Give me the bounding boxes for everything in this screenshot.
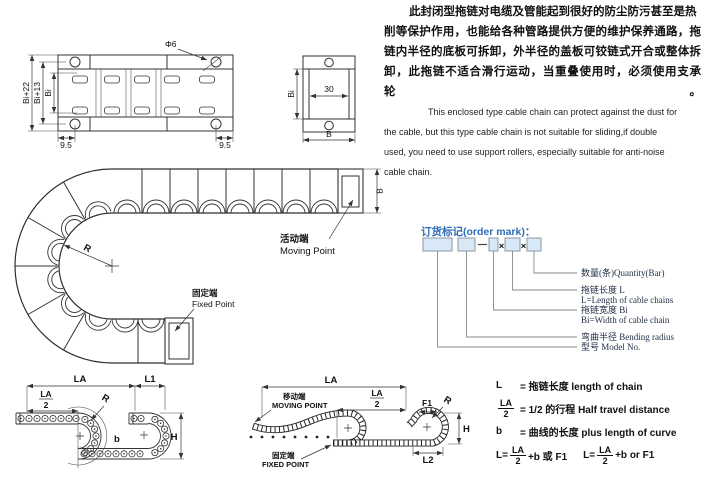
- order-box-quantity: [526, 237, 542, 252]
- dim-b-chain-label: B: [375, 188, 385, 194]
- formula-4b-post: +b or F1: [615, 450, 655, 461]
- dim-bi-label: Bi: [43, 89, 53, 97]
- fixed-point-mid-zh: 固定端: [272, 450, 295, 460]
- dim-h-mid-label: H: [463, 424, 470, 435]
- order-label-length-en: L=Length of cable chains: [581, 295, 674, 305]
- fixed-point-en: Fixed Point: [192, 299, 235, 309]
- dim-f1-label: F1: [422, 398, 432, 408]
- times-icon: ×: [521, 241, 527, 252]
- order-mark-title: 订货标记(order mark)：: [421, 226, 536, 238]
- fraction-den: 2: [602, 456, 608, 466]
- formula-row-3: b = 曲线的长度 plus length of curve: [496, 424, 701, 439]
- formula-4b: L= LA 2 +b or F1: [583, 445, 654, 466]
- frac-la-num: LA: [40, 389, 51, 399]
- fraction-4a: LA 2: [509, 445, 526, 466]
- order-box-radius: [457, 237, 476, 252]
- order-label-length: 拖链长度 L: [581, 284, 625, 295]
- fraction-num: LA: [498, 398, 514, 409]
- order-mark-diagram: × × 数量(条)Quantity(Bar) 拖链长度 L L=Length o…: [422, 237, 674, 352]
- fraction-4b: LA 2: [597, 445, 614, 466]
- fraction-la2: LA 2: [498, 398, 514, 419]
- moving-point-mid-zh: 移动端: [283, 391, 306, 401]
- fixed-point-mid-en: FIXED POINT: [262, 460, 310, 469]
- order-label-quantity: 数量(条)Quantity(Bar): [581, 267, 664, 278]
- order-label-radius: 弯曲半径 Bending radius: [581, 331, 674, 342]
- intro-zh-line: 削等保护作用，也能给各种管路提供方便的维护保养通路，拖: [384, 26, 701, 38]
- fraction-den: 2: [503, 409, 509, 419]
- formula-row-1: L = 拖链长度 length of chain: [496, 378, 701, 393]
- moving-point-zh: 活动端: [280, 233, 309, 245]
- fraction-num: LA: [597, 445, 614, 456]
- dim-b-curve-label: b: [114, 434, 120, 445]
- dim-bi22-label: Bi+22: [21, 82, 31, 104]
- order-box-length: [504, 237, 521, 252]
- moving-point-mid-en: MOVING POINT: [272, 401, 328, 410]
- frac-mid-den: 2: [375, 399, 380, 409]
- intro-en-line: the cable, but this type cable chain is …: [384, 127, 658, 137]
- dim-l2-label: L2: [422, 455, 433, 466]
- moving-point-en: Moving Point: [280, 246, 335, 257]
- intro-en-line: cable chain.: [384, 167, 433, 177]
- formula-sym-b: b: [496, 426, 503, 437]
- intro-text: 此封闭型拖链对电缆及管能起到很好的防尘防污甚至是热 削等保护作用，也能给各种管路…: [384, 2, 701, 182]
- order-label-width-en: Bi=Width of cable chain: [581, 315, 670, 325]
- dim-bi13-label: Bi+13: [32, 82, 42, 104]
- formula-sym-l: L: [496, 380, 503, 391]
- dim-h-label: H: [171, 432, 178, 443]
- dim-r-mid-label: R: [441, 394, 453, 407]
- order-box-model: [422, 237, 453, 252]
- dim-la-label: LA: [74, 374, 87, 385]
- formula-4a-pre: L=: [496, 450, 508, 461]
- section-view-drawing: 30 Bi B: [286, 55, 356, 143]
- dim-offset-right: 9.5: [219, 140, 231, 150]
- formula-4a-post: +b 或 F1: [527, 452, 568, 463]
- fraction-num: LA: [509, 445, 526, 456]
- dim-b-section-label: B: [326, 129, 332, 139]
- dim-l1-label: L1: [144, 374, 156, 385]
- times-icon: ×: [499, 241, 505, 252]
- formula-block: L = 拖链长度 length of chain LA 2 = 1/2 的行程 …: [496, 378, 701, 469]
- order-box-width: [488, 237, 499, 252]
- intro-en-line: This enclosed type cable chain can prote…: [428, 107, 678, 117]
- travel-diagram: LA L1 LA 2 R b H: [15, 374, 184, 468]
- order-label-model: 型号 Model No.: [581, 342, 640, 352]
- fraction-den: 2: [515, 456, 521, 466]
- intro-zh-line: 卸，此拖链不适合滑行运动，当重叠使用时，必须使用支承轮。: [384, 66, 701, 98]
- dim-r-label: R: [99, 392, 111, 405]
- formula-row-4: L= LA 2 +b 或 F1 L= LA 2 +b or F1: [496, 445, 701, 466]
- dim-bi-section-label: Bi: [286, 90, 296, 98]
- formula-4a: L= LA 2 +b 或 F1: [496, 445, 567, 466]
- dim-30-label: 30: [324, 84, 334, 94]
- formula-text-2: = 1/2 的行程 Half travel distance: [520, 405, 670, 416]
- cable-chain-illustration: B R 活动端 Moving Point 固定端 Fixed Point: [14, 168, 385, 365]
- intro-zh-line: 此封闭型拖链对电缆及管能起到很好的防尘防污甚至是热: [409, 6, 697, 18]
- formula-text-1: = 拖链长度 length of chain: [520, 382, 643, 393]
- dim-phi6-label: Φ6: [165, 39, 177, 49]
- support-dots: [249, 435, 330, 439]
- chain-beads: [17, 414, 170, 458]
- sag-diagram: LA LA 2 F1 R H L2 移动端 MOVING POINT 固定端 F…: [250, 375, 470, 469]
- frac-la-den: 2: [44, 400, 49, 410]
- plan-view-drawing: Bi+22 Bi+13 Bi Φ6 9.5 9.5: [21, 39, 234, 150]
- order-label-width: 拖链宽度 Bi: [581, 304, 628, 315]
- formula-4b-pre: L=: [583, 450, 596, 461]
- dim-offset-left: 9.5: [60, 140, 72, 150]
- intro-zh-line: 链内半径的底板可拆卸，外半径的盖板可铰链式开合或整体拆: [384, 46, 701, 58]
- frac-mid-num: LA: [371, 388, 382, 398]
- formula-text-3: = 曲线的长度 plus length of curve: [520, 428, 677, 439]
- dim-r-chain-label: R: [82, 242, 93, 255]
- formula-row-2: LA 2 = 1/2 的行程 Half travel distance: [496, 398, 701, 419]
- intro-en-line: used, you need to use support rollers, e…: [384, 147, 665, 157]
- dim-la-mid-label: LA: [325, 375, 338, 386]
- fixed-point-zh: 固定端: [192, 288, 218, 298]
